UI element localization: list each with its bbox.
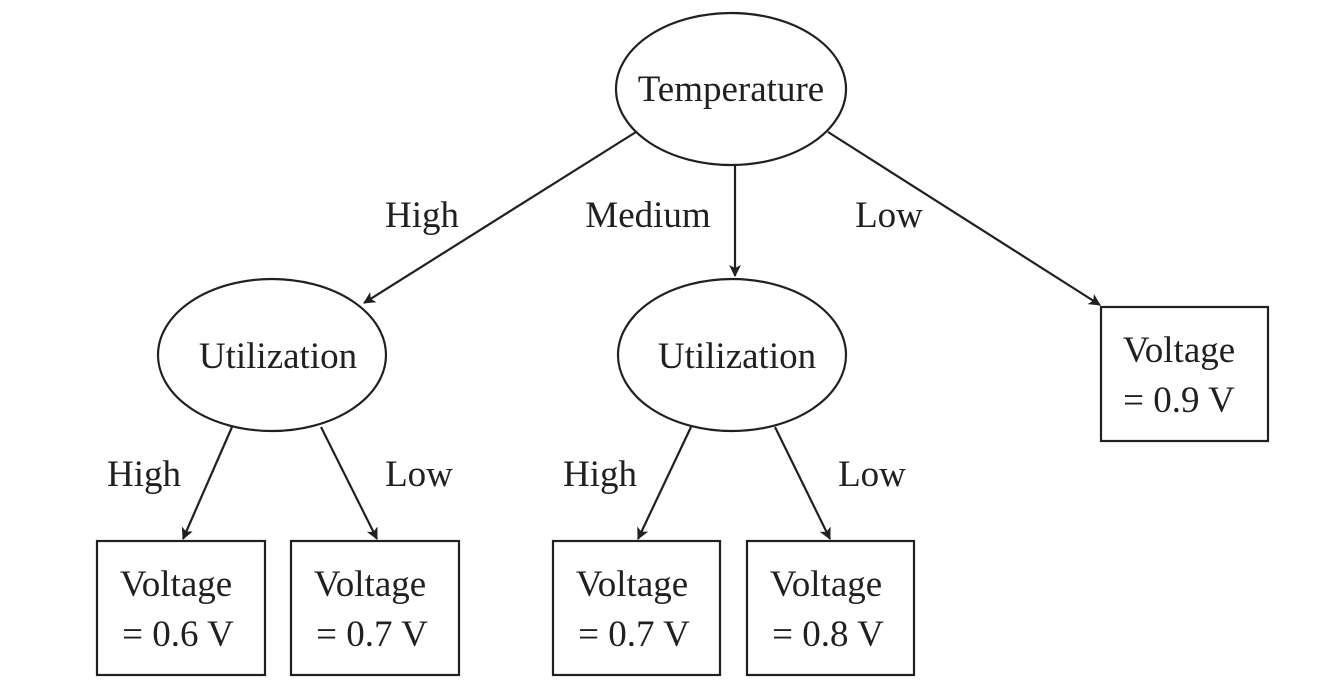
leaf-util-medium-low: Voltage = 0.8 V: [745, 539, 916, 677]
edge-root-low: [827, 131, 1101, 306]
leaf-temp-low-line2: = 0.9 V: [1123, 380, 1235, 421]
leaf-util-high-high-line1: Voltage: [120, 564, 232, 605]
edge-util-high-high: [181, 426, 234, 540]
leaf-util-high-high: Voltage = 0.6 V: [95, 539, 267, 677]
node-utilization-medium: Utilization: [616, 277, 848, 433]
root-node-label: Temperature: [638, 69, 824, 110]
node-utilization-medium-label: Utilization: [658, 336, 816, 377]
leaf-util-high-low-line2: = 0.7 V: [316, 614, 428, 655]
leaf-util-medium-low-line2: = 0.8 V: [772, 614, 884, 655]
edge-util-high-low: [320, 426, 378, 540]
edge-root-high: [363, 131, 637, 304]
leaf-util-medium-low-line1: Voltage: [770, 564, 882, 605]
edge-label-root-high: High: [385, 195, 460, 236]
leaf-util-high-low-line1: Voltage: [314, 564, 426, 605]
leaf-temp-low: Voltage = 0.9 V: [1099, 305, 1270, 443]
node-utilization-high: Utilization: [156, 277, 388, 433]
root-node-temperature: Temperature: [614, 11, 848, 167]
node-utilization-high-label: Utilization: [199, 336, 357, 377]
leaf-temp-low-line1: Voltage: [1123, 330, 1235, 371]
edge-label-util-medium-high: High: [563, 454, 638, 495]
leaf-util-high-low: Voltage = 0.7 V: [289, 539, 461, 677]
leaf-util-medium-high: Voltage = 0.7 V: [551, 539, 722, 677]
leaf-util-medium-high-line2: = 0.7 V: [578, 614, 690, 655]
edge-label-util-high-high: High: [107, 454, 182, 495]
edge-util-medium-high: [637, 426, 692, 540]
edge-label-root-low: Low: [855, 195, 923, 236]
edge-label-util-medium-low: Low: [838, 454, 906, 495]
leaf-util-high-high-line2: = 0.6 V: [122, 614, 234, 655]
edge-util-medium-low: [774, 426, 831, 540]
leaf-util-medium-high-line1: Voltage: [576, 564, 688, 605]
edge-label-root-medium: Medium: [585, 195, 711, 236]
edge-label-util-high-low: Low: [385, 454, 453, 495]
